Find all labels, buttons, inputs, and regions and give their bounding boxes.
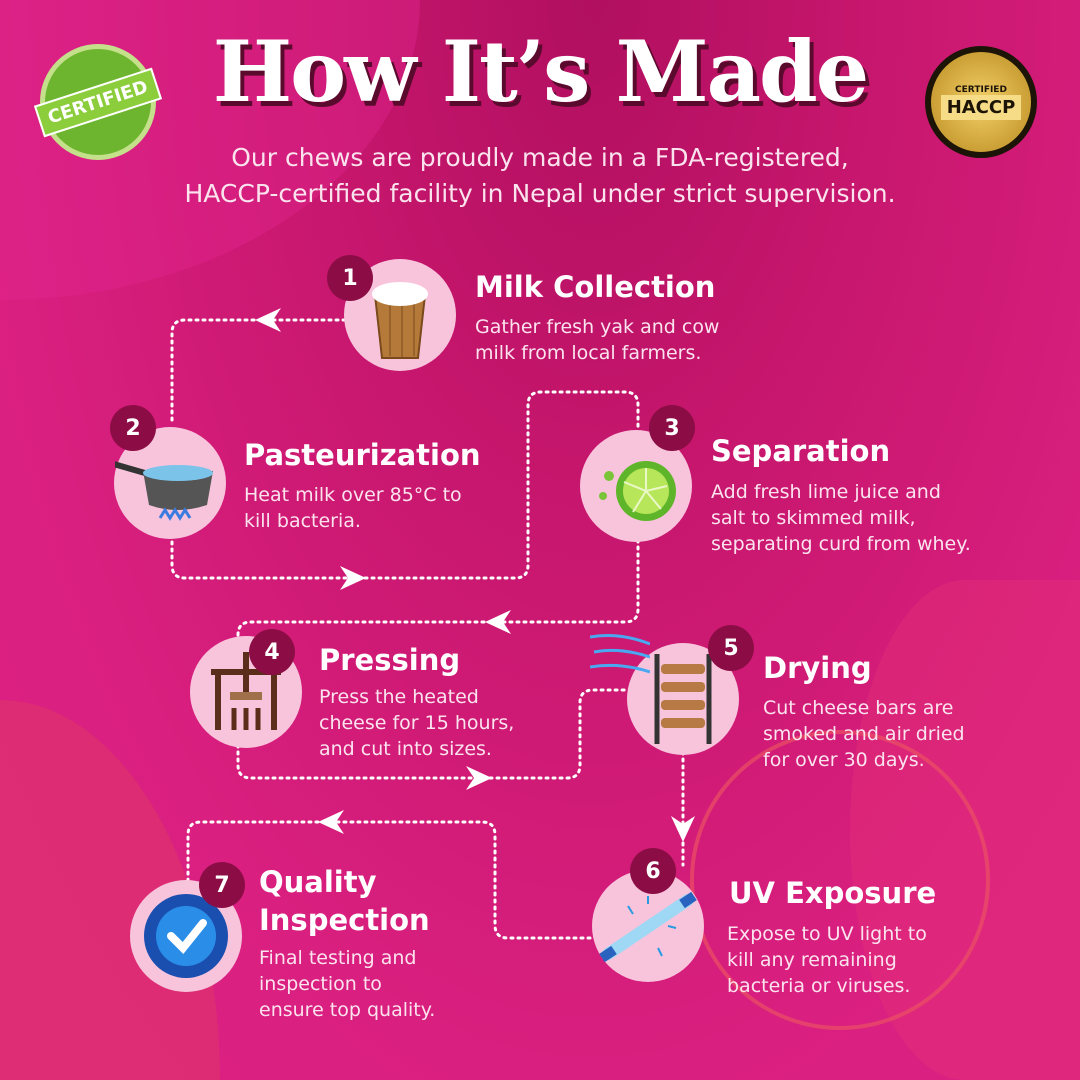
step-3-number: 3 (649, 405, 695, 451)
connector-3-4 (236, 538, 640, 642)
decorative-ring (690, 730, 990, 1030)
desc-line: Heat milk over 85°C to (244, 484, 462, 506)
seal-ring-text: CERTIFIED (955, 84, 1007, 95)
press-icon (211, 652, 281, 730)
step-1-desc: Gather fresh yak and cow milk from local … (475, 314, 719, 366)
lime-icon (599, 461, 676, 521)
desc-line: ensure top quality. (259, 999, 436, 1021)
desc-line: inspection to (259, 973, 382, 995)
step-2-number: 2 (110, 405, 156, 451)
title-line: Inspection (259, 903, 430, 937)
haccp-seal-icon: CERTIFIED HACCP (925, 46, 1037, 158)
air-flow-icon (590, 634, 650, 674)
step-7-number: 7 (199, 862, 245, 908)
connector-4-5 (236, 688, 630, 780)
arrow-down-icon (671, 816, 695, 842)
connector-1-2 (170, 318, 347, 427)
desc-line: separating curd from whey. (711, 533, 971, 555)
desc-line: Press the heated (319, 686, 479, 708)
step-4-desc: Press the heated cheese for 15 hours, and … (319, 684, 514, 762)
step-4-icon-circle (190, 636, 302, 748)
desc-line: kill bacteria. (244, 510, 361, 532)
desc-line: bacteria or viruses. (727, 975, 911, 997)
step-3-title: Separation (711, 434, 891, 468)
step-5-number: 5 (708, 625, 754, 671)
step-6-number: 6 (630, 848, 676, 894)
certified-seal-icon: CERTIFIED (34, 44, 162, 160)
desc-line: and cut into sizes. (319, 738, 492, 760)
step-4-title: Pressing (319, 643, 461, 677)
arrow-left-icon (318, 810, 344, 834)
desc-line: kill any remaining (727, 949, 897, 971)
step-4-number: 4 (249, 629, 295, 675)
desc-line: for over 30 days. (763, 749, 925, 771)
step-3-desc: Add fresh lime juice and salt to skimmed … (711, 479, 971, 557)
desc-line: smoked and air dried (763, 723, 965, 745)
milk-bucket-icon (372, 282, 428, 359)
boiling-pot-icon (115, 461, 213, 521)
subtitle-line: Our chews are proudly made in a FDA-regi… (231, 143, 849, 172)
arrow-right-icon (466, 766, 492, 790)
arrow-left-icon (485, 610, 511, 634)
connector-6-7 (186, 820, 592, 940)
step-2-desc: Heat milk over 85°C to kill bacteria. (244, 482, 462, 534)
desc-line: Expose to UV light to (727, 923, 927, 945)
connector-2-3 (170, 390, 640, 580)
desc-line: cheese for 15 hours, (319, 712, 515, 734)
arrow-left-icon (255, 308, 281, 332)
desc-line: Add fresh lime juice and (711, 481, 941, 503)
quality-check-icon (144, 894, 228, 978)
step-2-title: Pasteurization (244, 438, 481, 472)
step-1-number: 1 (327, 255, 373, 301)
desc-line: Final testing and (259, 947, 417, 969)
step-6-icon-circle (592, 870, 704, 982)
subtitle: Our chews are proudly made in a FDA-regi… (0, 140, 1080, 212)
title-line: Quality (259, 865, 377, 899)
step-6-desc: Expose to UV light to kill any remaining b… (727, 921, 927, 999)
step-5-desc: Cut cheese bars are smoked and air dried f… (763, 695, 965, 773)
desc-line: Cut cheese bars are (763, 697, 954, 719)
step-5-title: Drying (763, 651, 872, 685)
step-7-desc: Final testing and inspection to ensure top… (259, 945, 435, 1023)
uv-lamp-icon (599, 891, 697, 963)
subtitle-line: HACCP-certified facility in Nepal under … (184, 179, 896, 208)
desc-line: salt to skimmed milk, (711, 507, 916, 529)
seal-text: HACCP (940, 94, 1022, 120)
desc-line: Gather fresh yak and cow (475, 316, 720, 338)
page-title: How It’s Made (212, 22, 869, 121)
desc-line: milk from local farmers. (475, 342, 702, 364)
step-1-title: Milk Collection (475, 270, 716, 304)
step-6-title: UV Exposure (729, 876, 937, 910)
drying-rack-icon (654, 654, 712, 744)
arrow-right-icon (340, 566, 366, 590)
